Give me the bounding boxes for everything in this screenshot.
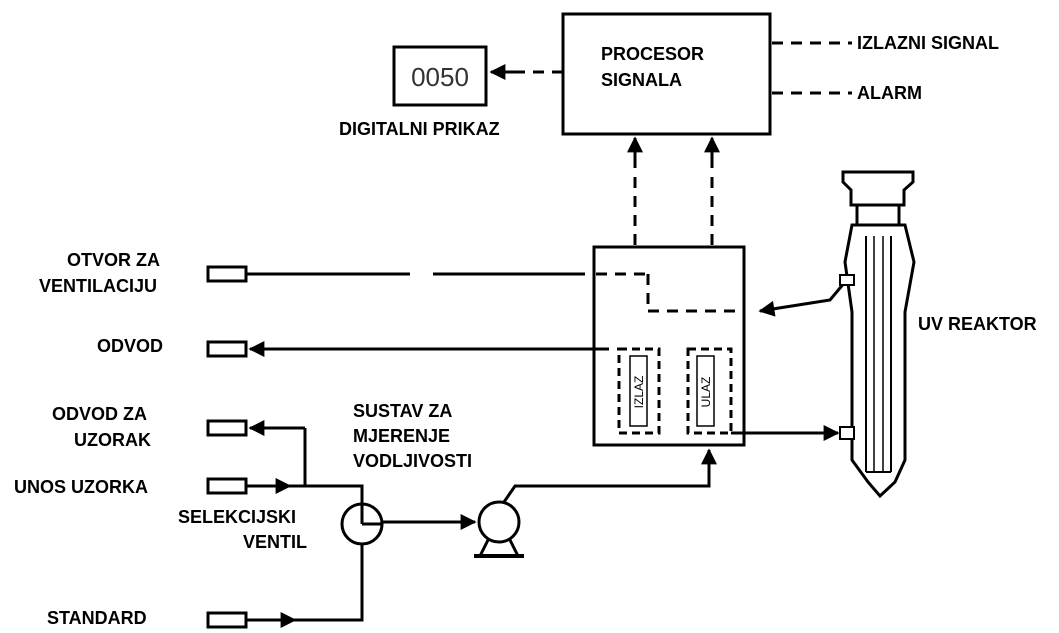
- drain-port: [206, 340, 248, 358]
- sample-to-valve-line: [305, 484, 364, 505]
- vent-label-line2: VENTILACIJU: [39, 276, 157, 296]
- digital-display: 0050: [392, 45, 488, 107]
- output-signal-label: IZLAZNI SIGNAL: [857, 33, 999, 53]
- outlet-cell-label: IZLAZ: [632, 376, 646, 409]
- uv-reactor: [839, 170, 916, 499]
- standard-port: [206, 611, 248, 629]
- pump: [474, 500, 524, 558]
- sample-input-label: UNOS UZORKA: [14, 477, 148, 497]
- valve-label-line1: SELEKCIJSKI: [178, 507, 296, 527]
- vent-label-line1: OTVOR ZA: [67, 250, 160, 270]
- conductivity-label-line3: VODLJIVOSTI: [353, 451, 472, 471]
- inlet-cell: ULAZ: [686, 347, 733, 435]
- standard-label: STANDARD: [47, 608, 147, 628]
- selection-valve: [340, 502, 384, 546]
- sample-drain-label-line1: ODVOD ZA: [52, 404, 147, 424]
- conductivity-label-line1: SUSTAV ZA: [353, 401, 452, 421]
- valve-label-line2: VENTIL: [243, 532, 307, 552]
- alarm-label: ALARM: [857, 83, 922, 103]
- vent-port: [206, 265, 248, 283]
- outlet-cell: IZLAZ: [617, 347, 661, 435]
- inlet-cell-label: ULAZ: [699, 377, 713, 408]
- pump-to-inlet-line: [502, 448, 717, 503]
- display-value: 0050: [411, 62, 469, 92]
- processor-label-line2: SIGNALA: [601, 70, 682, 90]
- sample-drain-label-line2: UZORAK: [74, 430, 151, 450]
- conductivity-measurement-box: [592, 245, 746, 447]
- sample-bypass-line: [290, 428, 307, 488]
- uv-reactor-label: UV REAKTOR: [918, 314, 1037, 334]
- sample-drain-port: [206, 419, 248, 437]
- reactor-return-line: [758, 281, 847, 317]
- signal-processor: PROCESOR SIGNALA: [561, 12, 772, 136]
- standard-to-valve-line: [293, 545, 364, 622]
- processor-label-line1: PROCESOR: [601, 44, 704, 64]
- digital-display-label: DIGITALNI PRIKAZ: [339, 119, 500, 139]
- drain-label: ODVOD: [97, 336, 163, 356]
- sample-input-port: [206, 477, 248, 495]
- conductivity-label-line2: MJERENJE: [353, 426, 450, 446]
